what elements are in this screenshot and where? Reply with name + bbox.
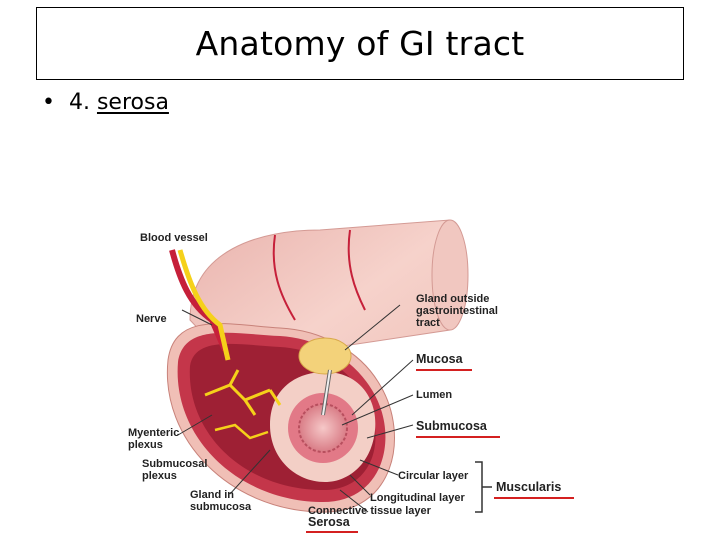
gland-outside: [298, 337, 352, 375]
label-circular-layer: Circular layer: [398, 470, 469, 482]
label-gland-in-1: Gland in: [190, 489, 234, 501]
bullet-prefix: 4.: [68, 90, 97, 115]
myenteric-plexus: [204, 369, 282, 416]
slide-title: Anatomy of GI tract: [195, 24, 525, 63]
surface-vessel-2: [347, 229, 366, 311]
tube-end: [431, 219, 469, 331]
gland-duct-inner: [322, 369, 331, 416]
submucosal-plexus: [214, 423, 269, 440]
label-longitudinal-layer: Longitudinal layer: [370, 492, 465, 504]
label-myenteric-1: Myenteric: [128, 427, 179, 439]
bullet-dot: •: [42, 90, 55, 115]
gi-tract-diagram: Blood vessel Nerve Gland outside gastroi…: [128, 219, 574, 533]
nerve: [177, 249, 231, 361]
bullet-term: serosa: [96, 90, 169, 115]
label-muscularis: Muscularis: [496, 480, 561, 494]
label-submucosal-2: plexus: [142, 470, 177, 482]
label-gland-outside-2: gastrointestinal: [416, 305, 498, 317]
label-serosa: Serosa: [308, 515, 351, 529]
label-connective-tissue: Connective tissue layer: [308, 505, 432, 517]
label-submucosa: Submucosa: [416, 419, 488, 433]
bullet-item: • 4. serosa: [42, 90, 169, 115]
label-mucosa: Mucosa: [416, 352, 464, 366]
surface-vessel-1: [272, 234, 296, 321]
label-myenteric-2: plexus: [128, 439, 163, 451]
label-nerve: Nerve: [136, 313, 167, 325]
label-gland-outside-3: tract: [416, 317, 440, 329]
label-lumen: Lumen: [416, 389, 452, 401]
muscularis-bracket: [475, 461, 492, 513]
label-gland-in-2: submucosa: [190, 501, 252, 513]
leader-lines: [177, 304, 414, 513]
title-box: Anatomy of GI tract: [36, 7, 684, 80]
label-submucosal-1: Submucosal: [142, 458, 207, 470]
label-gland-outside-1: Gland outside: [416, 293, 489, 305]
label-blood-vessel: Blood vessel: [140, 232, 208, 244]
